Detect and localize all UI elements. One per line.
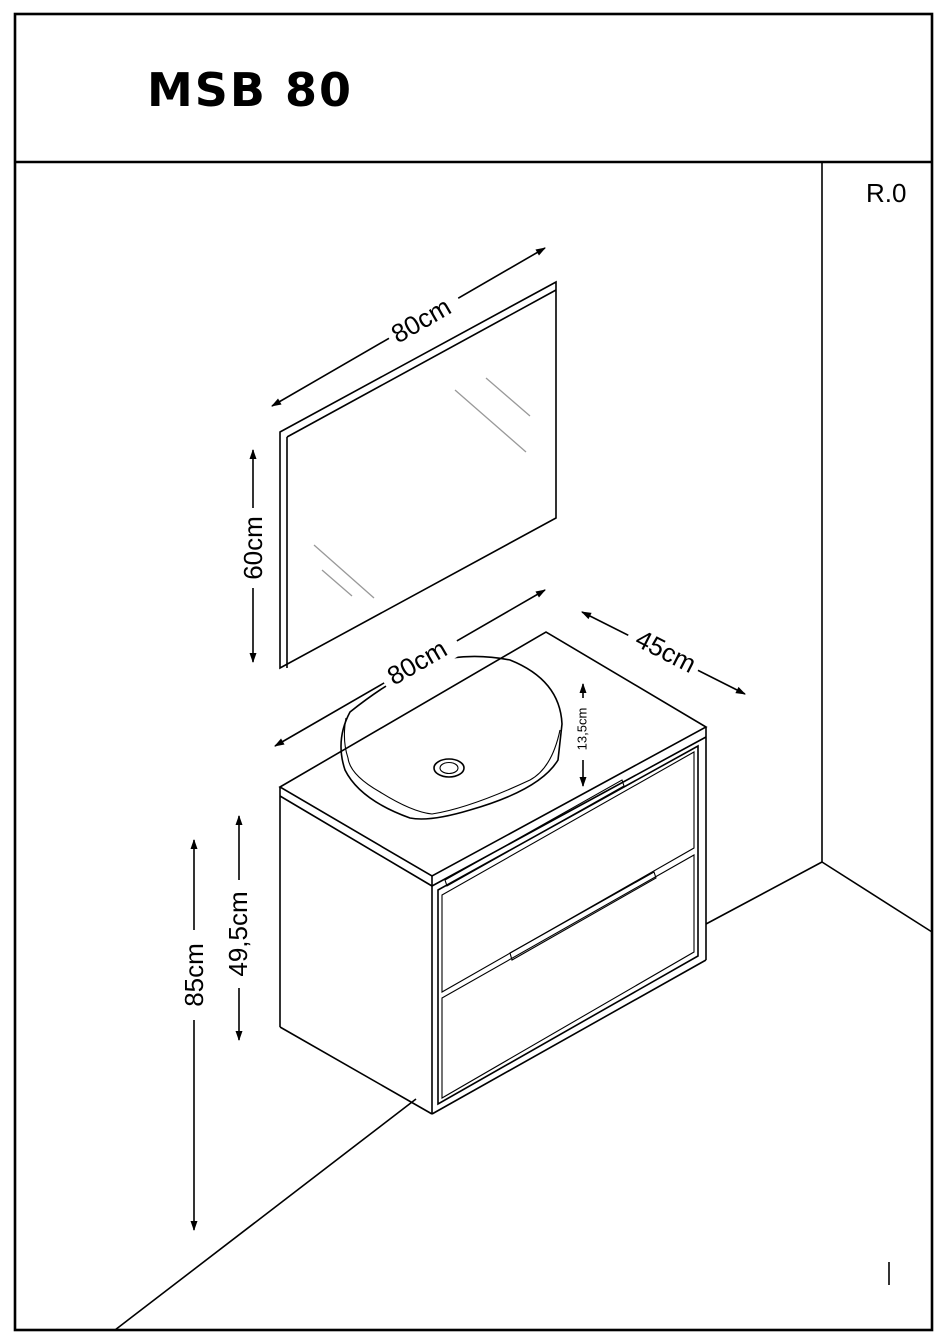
revision-label: R.0 xyxy=(866,178,906,208)
dim-cabinet-width: 80cm xyxy=(382,633,452,691)
outer-border xyxy=(15,14,932,1330)
dim-total-height: 85cm xyxy=(179,943,209,1007)
countertop xyxy=(280,632,706,876)
vanity-cabinet xyxy=(280,632,706,1114)
mirror xyxy=(280,282,556,668)
drawing-title: MSB 80 xyxy=(147,63,353,117)
dim-cabinet-height: 49,5cm xyxy=(223,891,253,976)
room-lines xyxy=(115,162,932,1330)
vessel-basin xyxy=(341,656,562,819)
dim-basin-height: 13,5cm xyxy=(574,708,589,751)
dim-mirror-height: 60cm xyxy=(238,516,268,580)
mirror-glare xyxy=(314,378,530,598)
lower-drawer xyxy=(442,855,694,1098)
drain-icon xyxy=(434,759,464,777)
upper-drawer xyxy=(442,752,694,992)
